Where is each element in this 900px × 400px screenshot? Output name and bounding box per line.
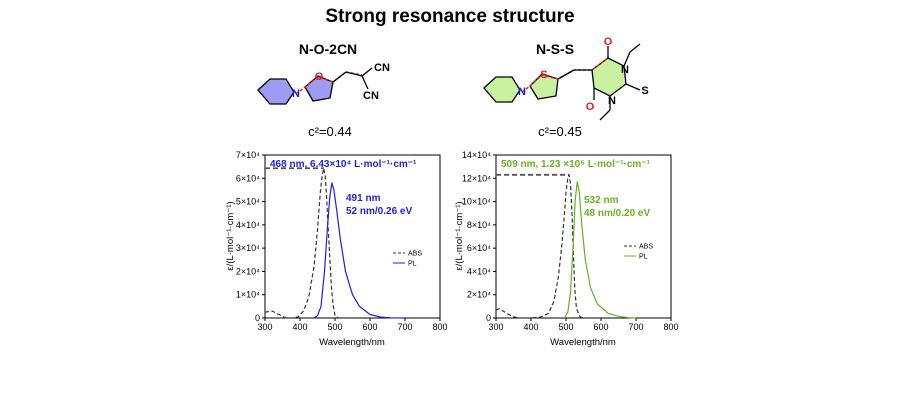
y-axis-label: ε/(L·mol⁻¹·cm⁻¹) bbox=[225, 201, 236, 270]
legend-label-pl: PL bbox=[408, 261, 417, 268]
molecule-name: N-O-2CN bbox=[299, 41, 357, 57]
atom-n: N bbox=[292, 88, 300, 100]
y-tick-label: 7×10⁴ bbox=[236, 150, 260, 160]
molecule-n-o-2cn: N-O-2CN N O CN CN c²=0.44 bbox=[257, 41, 390, 139]
x-tick-label: 800 bbox=[432, 322, 447, 332]
x-tick-label: 500 bbox=[558, 322, 573, 332]
x-tick-label: 500 bbox=[327, 322, 342, 332]
c2-value: c²=0.44 bbox=[308, 124, 352, 139]
y-axis-label: ε/(L·mol⁻¹·cm⁻¹) bbox=[454, 201, 465, 270]
absorption-annotation: 509 nm, 1.23 ×10⁵ L·mol⁻¹·cm⁻¹ bbox=[501, 159, 651, 170]
absorption-annotation: 468 nm, 6.43×10⁴ L·mol⁻¹·cm⁻¹ bbox=[270, 159, 417, 170]
plot-frame bbox=[495, 154, 672, 319]
bond bbox=[623, 51, 631, 67]
atom-n-top: N bbox=[621, 64, 629, 76]
piperidine-ring bbox=[257, 78, 295, 105]
atom-o: O bbox=[315, 71, 324, 83]
bond bbox=[361, 67, 373, 77]
x-tick-label: 300 bbox=[257, 322, 272, 332]
atom-s-ring: S bbox=[540, 69, 547, 81]
piperidine-ring bbox=[483, 76, 521, 103]
x-axis-label: Wavelength/nm bbox=[550, 337, 616, 348]
y-tick-label: 6×10⁴ bbox=[236, 173, 260, 183]
figure-title: Strong resonance structure bbox=[325, 6, 574, 27]
atom-o-bottom: O bbox=[586, 101, 595, 113]
x-tick-label: 400 bbox=[292, 322, 307, 332]
axis-ticks: 300 400 500 600 700 800 0 2×10⁴ 4×10⁴ 6×10⁴ 8×10⁴ 1… bbox=[462, 150, 679, 332]
series-marks bbox=[264, 167, 406, 319]
bond bbox=[625, 83, 641, 91]
legend-label-pl: PL bbox=[639, 254, 648, 261]
molecule-name: N-S-S bbox=[536, 41, 574, 57]
y-tick-label: 2×10⁴ bbox=[467, 290, 491, 300]
x-axis-label: Wavelength/nm bbox=[319, 337, 385, 348]
y-tick-label: 8×10⁴ bbox=[467, 220, 491, 230]
x-tick-label: 400 bbox=[523, 322, 538, 332]
series-line-pl bbox=[563, 181, 637, 319]
molecule-n-s-s: N-S-S N S O O N N S c²=0.45 bbox=[483, 36, 649, 139]
emission-detail-annotation: 48 nm/0.20 eV bbox=[584, 208, 650, 219]
plot-frame bbox=[264, 154, 441, 319]
bond bbox=[345, 71, 363, 77]
atom-n-bottom: N bbox=[608, 95, 616, 107]
y-tick-label: 4×10⁴ bbox=[467, 266, 491, 276]
y-tick-label: 12×10⁴ bbox=[462, 173, 491, 183]
emission-peak-annotation: 491 nm bbox=[346, 193, 381, 204]
x-tick-label: 700 bbox=[397, 322, 412, 332]
y-tick-label: 14×10⁴ bbox=[462, 150, 491, 160]
x-tick-label: 600 bbox=[362, 322, 377, 332]
bond bbox=[557, 69, 575, 80]
y-tick-label: 1×10⁴ bbox=[236, 290, 260, 300]
atom-n: N bbox=[518, 86, 526, 98]
legend-label-abs: ABS bbox=[639, 244, 653, 251]
atom-cn-1: CN bbox=[374, 62, 390, 74]
y-tick-label: 6×10⁴ bbox=[467, 243, 491, 253]
emission-detail-annotation: 52 nm/0.26 eV bbox=[346, 206, 412, 217]
legend: ABS PL bbox=[624, 244, 653, 261]
legend-label-abs: ABS bbox=[408, 251, 422, 258]
series-marks bbox=[495, 173, 637, 319]
atom-cn-2: CN bbox=[363, 90, 379, 102]
axis-ticks: 300 400 500 600 700 800 0 1×10⁴ 2×10⁴ 3×10⁴ 4×10⁴ 5… bbox=[236, 150, 448, 332]
y-tick-label: 0 bbox=[486, 313, 491, 323]
bond bbox=[629, 43, 641, 53]
bond bbox=[332, 71, 347, 83]
legend: ABS PL bbox=[393, 251, 422, 268]
x-tick-label: 700 bbox=[628, 322, 643, 332]
x-tick-label: 600 bbox=[593, 322, 608, 332]
x-tick-label: 800 bbox=[663, 322, 678, 332]
series-line-pl bbox=[313, 182, 406, 319]
x-tick-label: 300 bbox=[488, 322, 503, 332]
thiophene-ring bbox=[529, 73, 559, 100]
atom-o-top: O bbox=[604, 36, 613, 48]
y-tick-label: 3×10⁴ bbox=[236, 243, 260, 253]
series-line-abs bbox=[495, 174, 584, 319]
y-tick-label: 4×10⁴ bbox=[236, 220, 260, 230]
chart-n-o-2cn: 300 400 500 600 700 800 0 1×10⁴ 2×10⁴ 3×10⁴ 4×10⁴ 5… bbox=[225, 150, 448, 348]
c2-value: c²=0.45 bbox=[538, 124, 582, 139]
chart-n-s-s: 300 400 500 600 700 800 0 2×10⁴ 4×10⁴ 6×10⁴ 8×10⁴ 1… bbox=[454, 150, 679, 348]
bond bbox=[361, 75, 369, 90]
y-tick-label: 2×10⁴ bbox=[236, 266, 260, 276]
atom-s-thione: S bbox=[641, 85, 648, 97]
bond bbox=[599, 109, 611, 121]
emission-peak-annotation: 532 nm bbox=[584, 195, 619, 206]
y-tick-label: 10×10⁴ bbox=[462, 197, 491, 207]
y-tick-label: 5×10⁴ bbox=[236, 197, 260, 207]
series-line-abs bbox=[264, 167, 342, 319]
y-tick-label: 0 bbox=[255, 313, 260, 323]
